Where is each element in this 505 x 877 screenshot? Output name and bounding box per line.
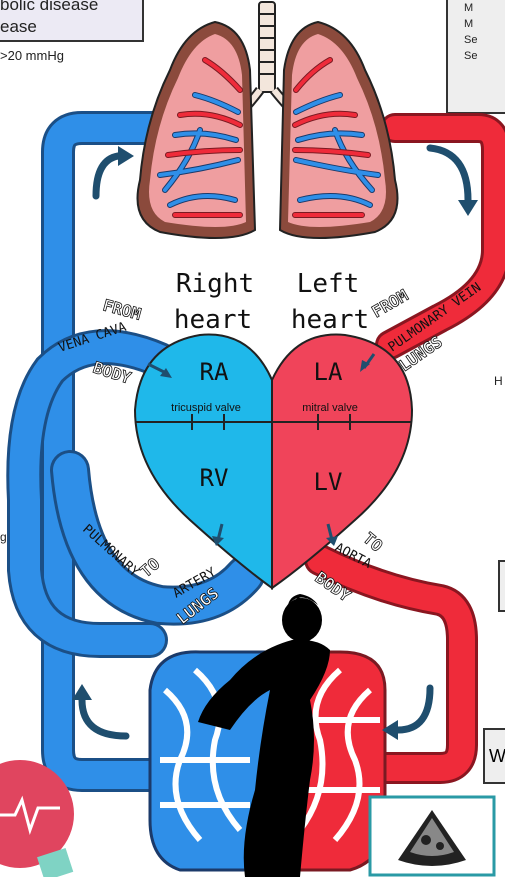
to-lungs-to: TO bbox=[136, 554, 163, 581]
arrow-down-right-top bbox=[430, 148, 468, 200]
chamber-ra: RA bbox=[200, 358, 229, 386]
arrow-down-right-bottom bbox=[398, 688, 430, 730]
tricuspid-valve-label: tricuspid valve bbox=[171, 402, 241, 414]
left-heart-heading-2: heart bbox=[291, 305, 369, 335]
lungs bbox=[138, 2, 398, 238]
heading-text: Right heart Left heart bbox=[174, 269, 369, 335]
mitral-valve-label: mitral valve bbox=[302, 402, 358, 414]
to-body-to: TO bbox=[359, 529, 386, 556]
chamber-lv: LV bbox=[314, 468, 343, 496]
right-heart-heading-1: Right bbox=[176, 269, 254, 299]
chamber-rv: RV bbox=[200, 464, 229, 492]
echo-thumbnail bbox=[370, 797, 494, 875]
arrow-up-left-bottom bbox=[82, 700, 126, 736]
arrow-up-left-top bbox=[96, 156, 118, 196]
right-heart-heading-2: heart bbox=[174, 305, 252, 335]
chamber-la: LA bbox=[314, 358, 343, 386]
trachea bbox=[259, 2, 275, 92]
from-lungs-from: FROM bbox=[369, 286, 412, 322]
left-heart-heading-1: Left bbox=[297, 269, 360, 299]
